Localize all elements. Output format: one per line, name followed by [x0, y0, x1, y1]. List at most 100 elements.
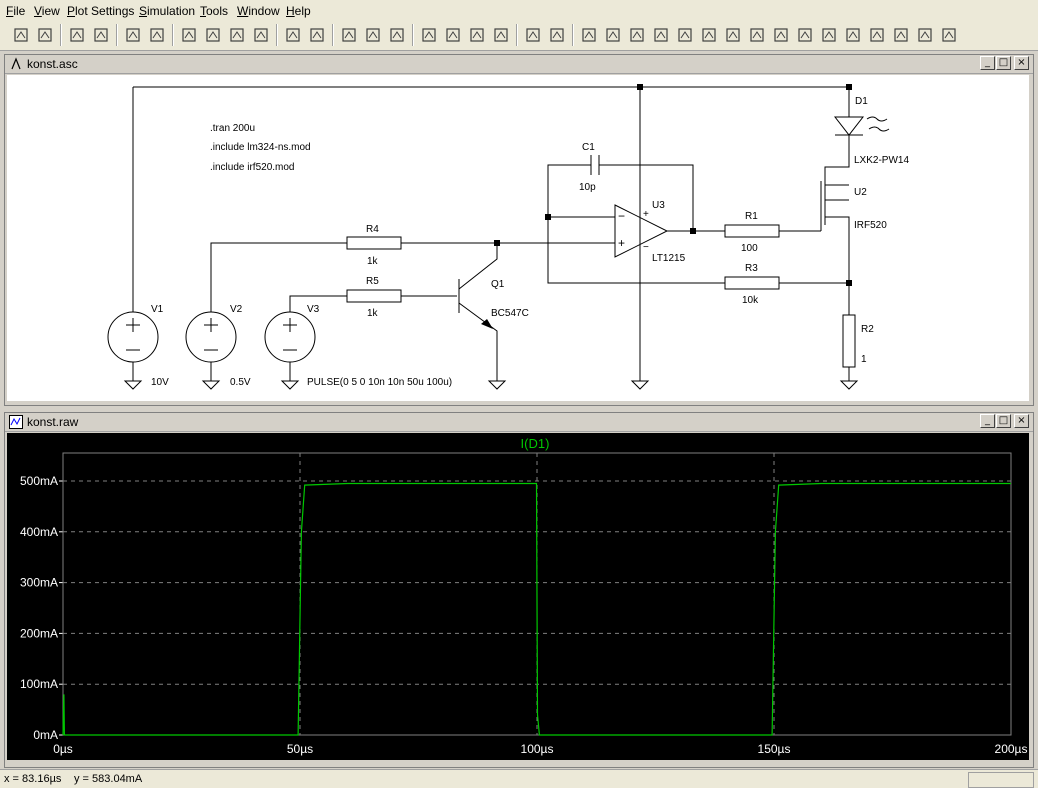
diode-icon[interactable] [722, 24, 744, 46]
bjt-arrow [481, 319, 493, 329]
waveform-icon [9, 415, 23, 429]
redo-icon[interactable] [842, 24, 864, 46]
toolbar-separator [412, 24, 414, 46]
open-icon[interactable] [34, 24, 56, 46]
junction [637, 84, 643, 90]
toolbar-separator [516, 24, 518, 46]
minimize-button[interactable]: _ [980, 414, 995, 428]
capacitor-icon[interactable] [674, 24, 696, 46]
paste-icon[interactable] [466, 24, 488, 46]
inductor-icon[interactable] [698, 24, 720, 46]
close-button[interactable]: × [1014, 414, 1029, 428]
r3-label: R3 [745, 263, 758, 274]
schematic-titlebar[interactable]: konst.asc _ □ × [5, 55, 1033, 74]
autorange-icon[interactable] [282, 24, 304, 46]
text-icon[interactable] [914, 24, 936, 46]
rotate-icon[interactable] [866, 24, 888, 46]
source-polarity-marks [126, 318, 297, 351]
drag-icon[interactable] [794, 24, 816, 46]
directive-include-irf520[interactable]: .include irf520.mod [210, 162, 295, 173]
spice-directive-icon[interactable] [938, 24, 960, 46]
wire-icon[interactable] [578, 24, 600, 46]
menu-simulation[interactable]: Simulation [139, 4, 196, 18]
fit-icon[interactable] [306, 24, 328, 46]
u3-model: LT1215 [652, 253, 686, 264]
move-icon[interactable] [770, 24, 792, 46]
toolbar-separator [172, 24, 174, 46]
led-symbol [833, 116, 865, 136]
cut-icon[interactable] [418, 24, 440, 46]
d1-model: LXK2-PW14 [854, 155, 909, 166]
status-panel [968, 772, 1034, 788]
component-icon[interactable] [746, 24, 768, 46]
y-tick-label: 100mA [20, 677, 58, 691]
x-tick-label: 0µs [53, 742, 73, 756]
trace-line[interactable] [62, 482, 1011, 736]
control-panel-icon[interactable] [90, 24, 112, 46]
y-tick-label: 500mA [20, 474, 58, 488]
new-schematic-icon[interactable] [10, 24, 32, 46]
opamp-symbol [614, 204, 669, 258]
x-tick-label: 100µs [521, 742, 554, 756]
v1-label: V1 [151, 304, 164, 315]
toolbar-separator [332, 24, 334, 46]
y-tick-label: 400mA [20, 525, 58, 539]
waveform-titlebar[interactable]: konst.raw _ □ × [5, 413, 1033, 432]
r2-label: R2 [861, 324, 874, 335]
zoom-in-icon[interactable] [178, 24, 200, 46]
mirror-icon[interactable] [890, 24, 912, 46]
save-icon[interactable] [66, 24, 88, 46]
r2-value: 1 [861, 354, 867, 365]
y-tick-label: 200mA [20, 626, 58, 640]
wire [210, 242, 615, 312]
print-setup-icon[interactable] [522, 24, 544, 46]
maximize-button[interactable]: □ [996, 414, 1011, 428]
menu-help[interactable]: Help [286, 4, 311, 18]
menu-tools[interactable]: Tools [200, 4, 229, 18]
r5-label: R5 [366, 276, 379, 287]
directive-include-lm324[interactable]: .include lm324-ns.mod [210, 142, 311, 153]
trace-name[interactable]: I(D1) [521, 436, 550, 451]
junction [846, 280, 852, 286]
wire [787, 220, 822, 232]
copy-icon[interactable] [442, 24, 464, 46]
ground-symbols [123, 380, 859, 390]
resistor-icon[interactable] [650, 24, 672, 46]
close-button[interactable]: × [1014, 56, 1029, 70]
undo-icon[interactable] [818, 24, 840, 46]
find-icon[interactable] [490, 24, 512, 46]
schematic-canvas[interactable]: .tran 200u .include lm324-ns.mod .includ… [7, 75, 1029, 401]
schematic-icon [11, 57, 21, 70]
label-icon[interactable] [626, 24, 648, 46]
menu-window[interactable]: Window [237, 4, 280, 18]
menu-view[interactable]: View [34, 4, 60, 18]
wire [289, 295, 457, 312]
menu-plot-settings[interactable]: Plot Settings [67, 4, 135, 18]
cascade-icon[interactable] [362, 24, 384, 46]
menu-file[interactable]: File [6, 4, 26, 18]
halt-icon[interactable] [146, 24, 168, 46]
print-icon[interactable] [546, 24, 568, 46]
opamp-vminus: − [643, 242, 649, 253]
ground-icon[interactable] [602, 24, 624, 46]
maximize-button[interactable]: □ [996, 56, 1011, 70]
directive-tran[interactable]: .tran 200u [210, 123, 255, 134]
q1-model: BC547C [491, 308, 529, 319]
zoom-out-icon[interactable] [226, 24, 248, 46]
r3-value: 10k [742, 295, 759, 306]
r3-body [724, 276, 780, 290]
u2-label: U2 [854, 187, 867, 198]
tile-horizontal-icon[interactable] [338, 24, 360, 46]
plot-frame [62, 452, 1012, 736]
zoom-area-icon[interactable] [202, 24, 224, 46]
junction [545, 214, 551, 220]
tile-vertical-icon[interactable] [386, 24, 408, 46]
v3-label: V3 [307, 304, 320, 315]
r4-label: R4 [366, 224, 379, 235]
minimize-button[interactable]: _ [980, 56, 995, 70]
run-icon[interactable] [122, 24, 144, 46]
bjt-symbol [458, 243, 498, 381]
zoom-cancel-icon[interactable] [250, 24, 272, 46]
